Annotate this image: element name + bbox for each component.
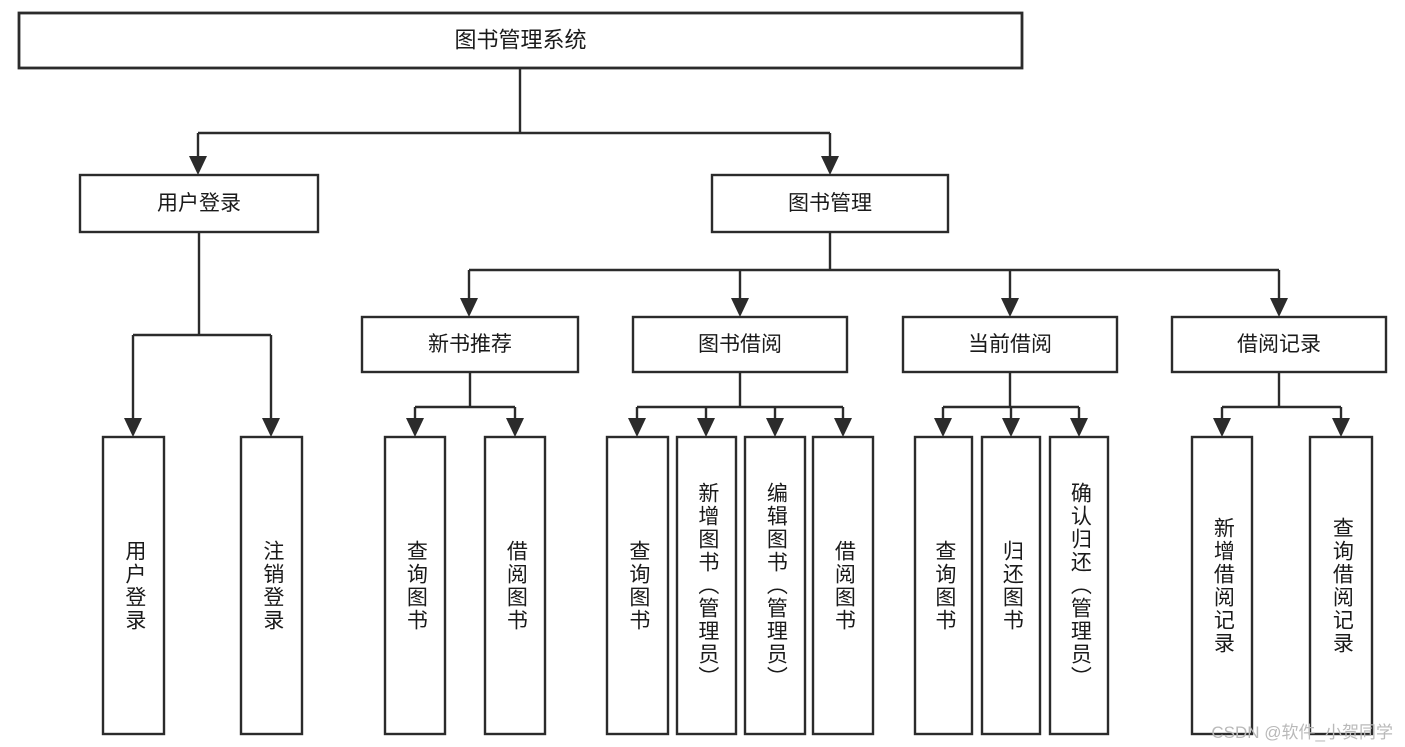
node-box-leaf-return-book[interactable] — [980, 435, 1042, 736]
node-box-leaf-borrow-book-recommend[interactable] — [483, 435, 547, 736]
node-box-book-manage[interactable] — [710, 173, 950, 234]
node-box-user-login[interactable] — [78, 173, 320, 234]
arrow-head-icon — [1001, 298, 1019, 317]
arrow-head-icon — [766, 418, 784, 437]
arrow-head-icon — [834, 418, 852, 437]
node-box-leaf-confirm-return-admin[interactable] — [1048, 435, 1110, 736]
boxes-layer — [17, 11, 1388, 736]
node-label-current-borrow: 当前借阅 — [968, 333, 1052, 356]
node-label-book-borrow: 图书借阅 — [698, 333, 782, 356]
node-label-root: 图书管理系统 — [454, 27, 586, 52]
connector-book-borrow-to-leaves — [628, 372, 852, 437]
node-box-root[interactable] — [17, 11, 1024, 70]
connector-borrow-record-to-leaves — [1213, 372, 1350, 437]
node-box-leaf-query-borrow-record[interactable] — [1308, 435, 1374, 736]
arrow-head-icon — [1270, 298, 1288, 317]
node-box-current-borrow[interactable] — [901, 315, 1119, 374]
node-box-leaf-logout[interactable] — [239, 435, 304, 736]
connector-current-borrow-to-leaves — [934, 372, 1088, 437]
node-box-leaf-add-book-admin[interactable] — [675, 435, 738, 736]
connector-new-book-recommend-to-leaves — [406, 372, 524, 437]
arrow-head-icon — [124, 418, 142, 437]
arrow-head-icon — [731, 298, 749, 317]
arrow-head-icon — [1332, 418, 1350, 437]
watermark: CSDN @软件_小贺同学 — [1211, 723, 1393, 742]
node-box-leaf-borrow-book[interactable] — [811, 435, 875, 736]
node-box-leaf-user-login[interactable] — [101, 435, 166, 736]
arrow-head-icon — [406, 418, 424, 437]
node-box-leaf-edit-book-admin[interactable] — [743, 435, 807, 736]
node-label-book-manage: 图书管理 — [788, 192, 872, 215]
node-box-book-borrow[interactable] — [631, 315, 849, 374]
arrow-head-icon — [460, 298, 478, 317]
arrow-head-icon — [628, 418, 646, 437]
arrow-head-icon — [506, 418, 524, 437]
arrow-head-icon — [934, 418, 952, 437]
connector-book-manage-to-level3 — [460, 232, 1288, 317]
node-box-leaf-query-book-borrow[interactable] — [605, 435, 670, 736]
node-box-leaf-add-borrow-record[interactable] — [1190, 435, 1254, 736]
arrow-head-icon — [189, 156, 207, 175]
arrow-head-icon — [1002, 418, 1020, 437]
node-label-new-book-recommend: 新书推荐 — [428, 333, 512, 356]
connector-root-to-level2 — [189, 68, 839, 175]
node-box-new-book-recommend[interactable] — [360, 315, 580, 374]
connector-user-login-to-leaves — [124, 232, 280, 437]
arrow-head-icon — [1213, 418, 1231, 437]
node-box-borrow-record[interactable] — [1170, 315, 1388, 374]
node-box-leaf-query-book-recommend[interactable] — [383, 435, 447, 736]
node-label-user-login: 用户登录 — [157, 192, 241, 215]
arrow-head-icon — [1070, 418, 1088, 437]
arrow-head-icon — [697, 418, 715, 437]
node-label-borrow-record: 借阅记录 — [1237, 333, 1321, 356]
connectors-layer — [124, 68, 1350, 437]
arrow-head-icon — [262, 418, 280, 437]
node-box-leaf-query-book-current[interactable] — [913, 435, 974, 736]
arrow-head-icon — [821, 156, 839, 175]
